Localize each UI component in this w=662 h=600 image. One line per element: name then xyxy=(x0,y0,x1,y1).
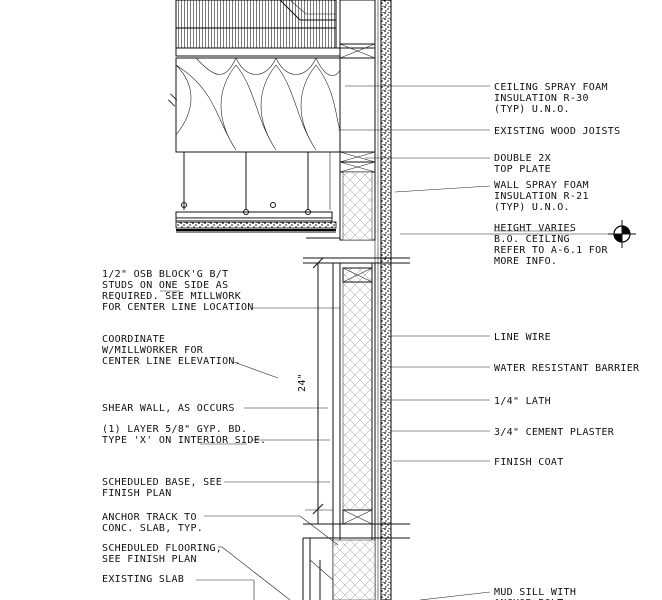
label-line: DOUBLE 2X xyxy=(494,153,551,164)
label-line: ANCHOR BOLT xyxy=(494,598,564,600)
label-line: TOP PLATE xyxy=(494,164,551,175)
label-line: INSULATION R-30 xyxy=(494,93,589,104)
label-line: B.O. CEILING xyxy=(494,234,570,245)
label-line: EXISTING WOOD JOISTS xyxy=(494,126,620,137)
right-label-cement-plaster: 3/4" CEMENT PLASTER xyxy=(494,427,615,438)
label-line: (TYP) U.N.O. xyxy=(494,202,570,213)
label-line: SCHEDULED BASE, SEE xyxy=(102,477,222,488)
label-line: MUD SILL WITH xyxy=(494,587,576,598)
label-line: SHEAR WALL, AS OCCURS xyxy=(102,403,235,414)
right-label-mud-sill: MUD SILL WITHANCHOR BOLT xyxy=(494,587,576,600)
label-line: SCHEDULED FLOORING, xyxy=(102,543,222,554)
label-line: CONC. SLAB, TYP. xyxy=(102,523,203,534)
dimension-24: 24" xyxy=(297,257,333,524)
upper-wall xyxy=(339,0,376,241)
label-line: CEILING SPRAY FOAM xyxy=(494,82,608,93)
label-line: COORDINATE xyxy=(102,334,165,345)
label-line: (1) LAYER 5/8" GYP. BD. xyxy=(102,424,247,435)
lower-wall xyxy=(302,263,410,600)
label-line: INSULATION R-21 xyxy=(494,191,589,202)
right-label-water-resistant-barrier: WATER RESISTANT BARRIER xyxy=(494,363,640,374)
label-line: 1/2" OSB BLOCK'G B/T xyxy=(102,269,228,280)
level-marker-icon xyxy=(400,220,636,248)
label-line: EXISTING SLAB xyxy=(102,574,184,585)
left-label-existing-slab: EXISTING SLAB xyxy=(102,574,184,585)
right-label-finish-coat: FINISH COAT xyxy=(494,457,564,468)
left-label-scheduled-flooring: SCHEDULED FLOORING,SEE FINISH PLAN xyxy=(102,543,222,565)
label-line: STUDS ON ONE SIDE AS xyxy=(102,280,228,291)
label-line: FINISH PLAN xyxy=(102,488,172,499)
label-line: 1/4" LATH xyxy=(494,396,551,407)
exterior-plaster xyxy=(374,0,392,600)
label-line: LINE WIRE xyxy=(494,332,551,343)
ceiling-framing: // xyxy=(166,0,341,239)
svg-text://: // xyxy=(166,92,181,108)
label-line: W/MILLWORKER FOR xyxy=(102,345,204,356)
dimension-text: 24" xyxy=(297,373,308,392)
leader-lines xyxy=(196,85,491,600)
label-line: REFER TO A-6.1 FOR xyxy=(494,245,608,256)
right-label-lath: 1/4" LATH xyxy=(494,396,551,407)
right-label-line-wire: LINE WIRE xyxy=(494,332,551,343)
label-line: WATER RESISTANT BARRIER xyxy=(494,363,640,374)
label-line: FINISH COAT xyxy=(494,457,564,468)
label-line: WALL SPRAY FOAM xyxy=(494,180,589,191)
label-line: HEIGHT VARIES xyxy=(494,223,576,234)
right-label-existing-wood-joists: EXISTING WOOD JOISTS xyxy=(494,126,620,137)
label-line: TYPE 'X' ON INTERIOR SIDE. xyxy=(102,435,266,446)
left-label-shear-wall: SHEAR WALL, AS OCCURS xyxy=(102,403,235,414)
label-line: (TYP) U.N.O. xyxy=(494,104,570,115)
label-line: ANCHOR TRACK TO xyxy=(102,512,197,523)
label-line: SEE FINISH PLAN xyxy=(102,554,197,565)
label-line: CENTER LINE ELEVATION. xyxy=(102,356,241,367)
label-line: FOR CENTER LINE LOCATION xyxy=(102,302,254,313)
label-line: MORE INFO. xyxy=(494,256,557,267)
text-underlines xyxy=(160,230,572,445)
left-label-gyp-bd: (1) LAYER 5/8" GYP. BD.TYPE 'X' ON INTER… xyxy=(102,424,266,446)
label-line: 3/4" CEMENT PLASTER xyxy=(494,427,615,438)
label-line: REQUIRED. SEE MILLWORK xyxy=(102,291,241,302)
